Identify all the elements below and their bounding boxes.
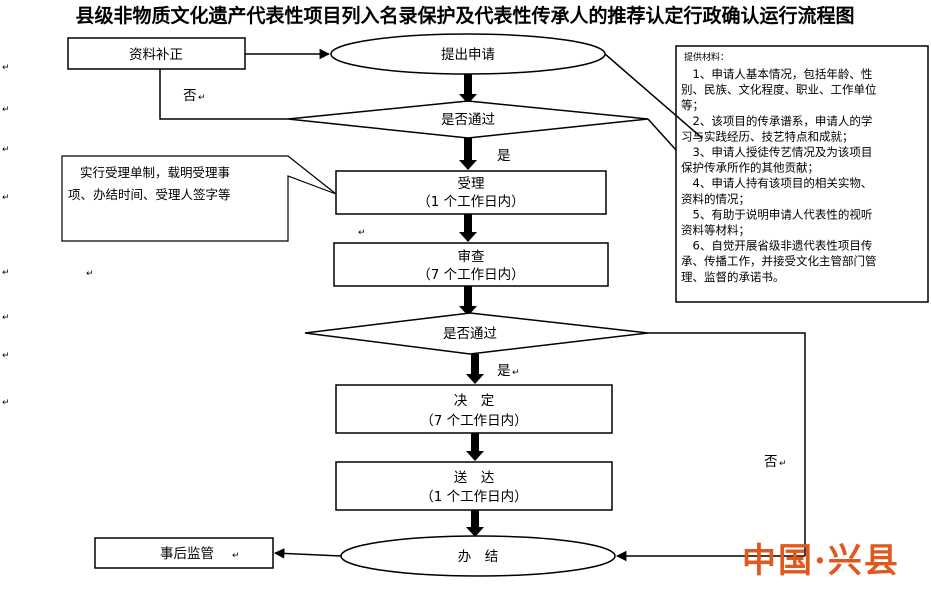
svg-text:↵: ↵ [2,268,10,278]
arrowhead-4 [459,306,477,316]
materials-line: 保护传承所作的其他贡献； [681,161,819,175]
accept-note-line1: 实行受理单制，载明受理事 [80,165,230,180]
svg-text:↵: ↵ [358,228,366,238]
accept-duration: （1 个工作日内） [417,194,524,210]
connector-check1-no [159,69,288,120]
materials-pointer-lower [647,118,677,151]
supplement-box [67,37,246,70]
supervision-mark: ↵ [232,551,240,561]
no1-label: 否 [183,88,197,104]
svg-text:↵: ↵ [2,351,10,361]
arrowhead-6 [466,451,484,461]
materials-line: 3、申请人授徒传艺情况及为该项目 [681,145,872,159]
connector-check2-no [648,332,806,556]
materials-line: 习与实践经历、技艺特点和成就； [681,129,854,143]
arrowhead-3 [459,232,477,242]
supervision-label: 事后监管 [160,546,214,562]
decide-duration: （7 个工作日内） [420,413,527,429]
accept-box [335,170,607,215]
arrowhead-5 [466,374,484,384]
materials-box [675,45,929,303]
accept-label: 受理 [458,176,485,192]
svg-text:↵: ↵ [2,63,10,73]
accept-note-callout [61,155,337,242]
materials-heading: 提供材料： [684,51,729,63]
check2-label: 是否通过 [443,326,497,342]
yes1-label: 是 [497,148,511,164]
materials-line: 别、民族、文化程度、职业、工作单位 [681,83,877,97]
margin-marks: ↵ ↵ ↵ ↵ ↵ ↵ ↵ ↵ ↵ ↵ [2,63,366,408]
supplement-label: 资料补正 [129,47,183,63]
svg-text:↵: ↵ [2,145,10,155]
svg-text:↵: ↵ [86,269,94,279]
deliver-duration: （1 个工作日内） [420,489,527,505]
brand-watermark: 中国·兴县 [742,541,900,581]
materials-line: 理、监督的承诺书。 [681,270,785,284]
yes2-label: 是 [497,363,511,379]
arrowhead-7 [466,527,484,537]
decide-box [335,384,613,434]
submit-application-label: 提出申请 [441,47,495,63]
no1-mark: ↵ [198,93,206,103]
materials-line: 4、申请人持有该项目的相关实物、 [681,176,872,190]
materials-line: 1、申请人基本情况，包括年龄、性 [681,67,872,81]
materials-line: 2、该项目的传承谱系，申请人的学 [681,114,872,128]
no2-label: 否 [764,454,778,470]
no2-mark: ↵ [779,459,787,469]
arrowhead-2 [459,160,477,170]
review-duration: （7 个工作日内） [417,267,524,283]
accept-note-line2: 项、办结时间、受理人签字等 [68,187,231,202]
svg-text:↵: ↵ [2,313,10,323]
connector-complete-to-supervision [273,548,342,559]
materials-pointer-upper [604,53,703,139]
materials-line: 资料的情况； [681,192,750,206]
materials-line: 承、传播工作，并接受文化主管部门管 [681,254,877,268]
deliver-box [335,461,613,511]
check1-label: 是否通过 [441,112,495,128]
materials-line: 等； [681,98,704,112]
review-label: 审查 [458,249,485,265]
arrowhead-1 [459,94,477,104]
deliver-label: 送 达 [454,470,495,486]
svg-text:↵: ↵ [2,398,10,408]
decide-label: 决 定 [454,393,495,409]
svg-text:↵: ↵ [2,105,10,115]
page-title: 县级非物质文化遗产代表性项目列入名录保护及代表性传承人的推荐认定行政确认运行流程… [75,4,854,27]
materials-line: 资料等材料； [681,223,750,237]
svg-text:↵: ↵ [2,193,10,203]
yes2-mark: ↵ [512,368,520,378]
supervision-box [94,537,274,569]
check2-diamond [304,312,649,355]
materials-line: 5、有助于说明申请人代表性的视听 [681,207,872,221]
materials-line: 6、自觉开展省级非遗代表性项目传 [681,239,872,253]
complete-label: 办 结 [458,549,499,565]
